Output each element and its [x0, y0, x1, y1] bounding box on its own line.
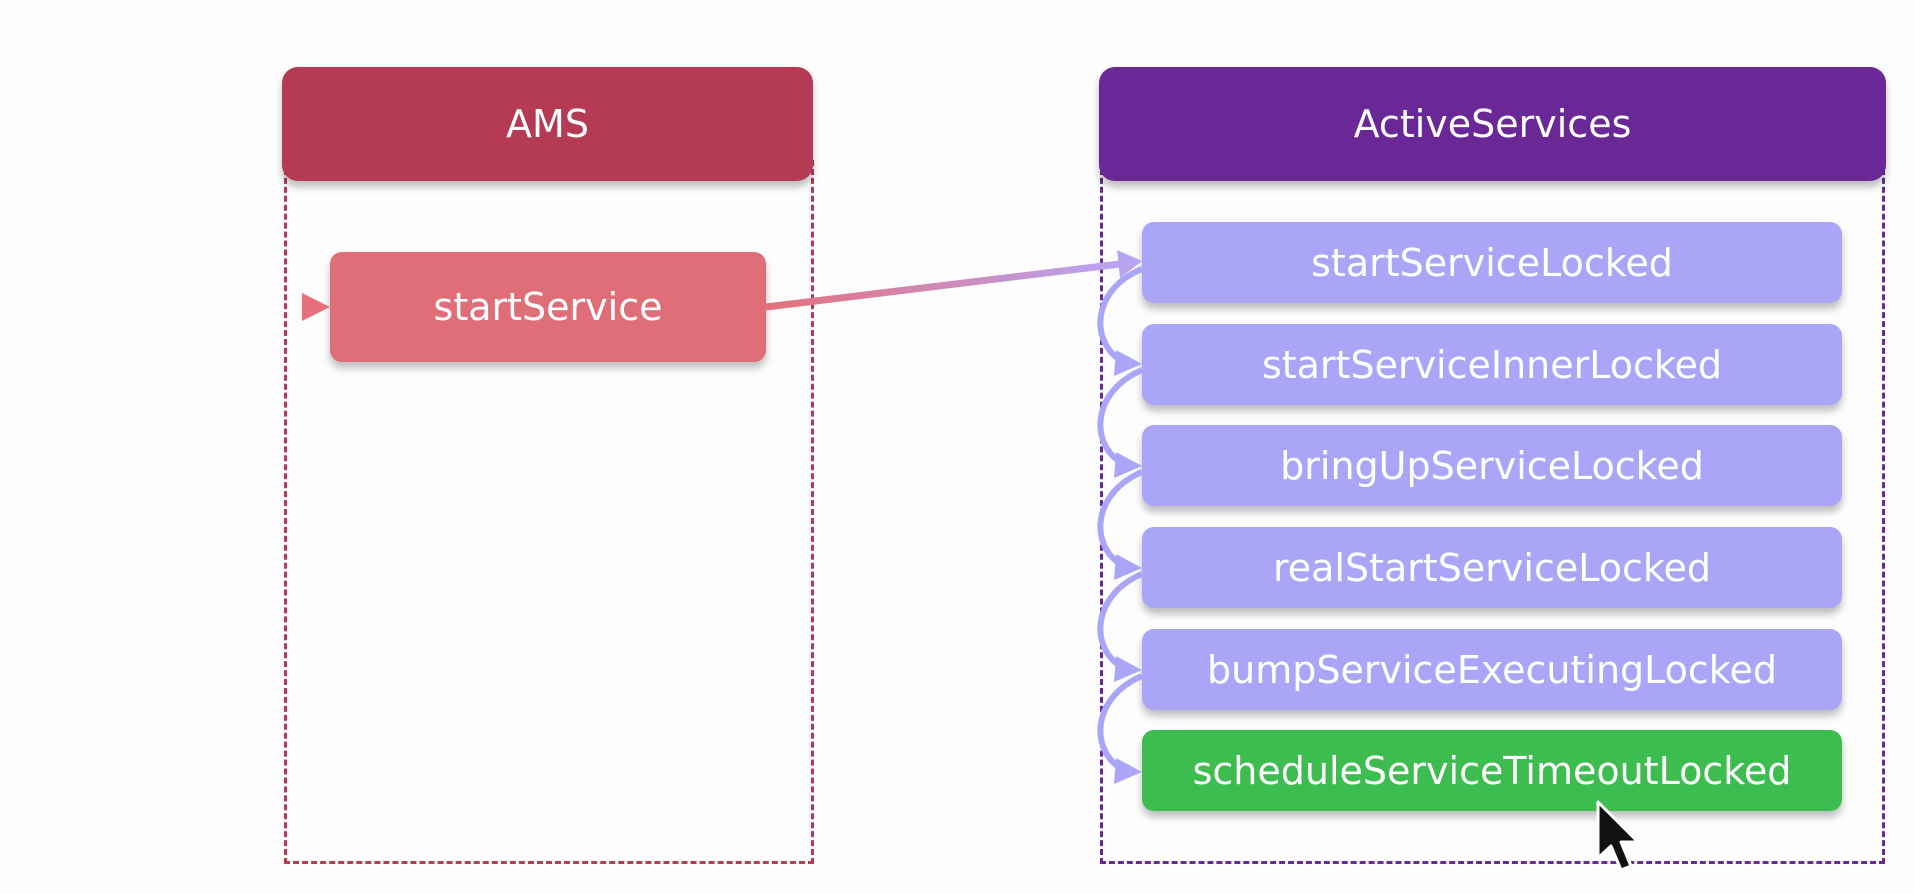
node-label: scheduleServiceTimeoutLocked: [1192, 748, 1792, 793]
mouse-cursor-icon: [1596, 800, 1640, 872]
start-service-locked-node: startServiceLocked: [1142, 222, 1842, 303]
node-label: bumpServiceExecutingLocked: [1207, 647, 1777, 692]
start-service-inner-locked-node: startServiceInnerLocked: [1142, 324, 1842, 405]
bring-up-service-locked-node: bringUpServiceLocked: [1142, 425, 1842, 506]
node-label: startServiceLocked: [1311, 240, 1673, 285]
incoming-arrow: [4, 293, 330, 321]
active-services-lane-title: ActiveServices: [1353, 102, 1632, 146]
start-service-node: startService: [330, 252, 766, 362]
node-label: bringUpServiceLocked: [1280, 443, 1704, 488]
bump-service-executing-locked-node: bumpServiceExecutingLocked: [1142, 629, 1842, 710]
real-start-service-locked-node: realStartServiceLocked: [1142, 527, 1842, 608]
node-label: realStartServiceLocked: [1272, 545, 1712, 590]
start-service-label: startService: [433, 285, 663, 329]
ams-lane-header: AMS: [282, 67, 813, 181]
node-label: startServiceInnerLocked: [1261, 342, 1723, 387]
active-services-lane-header: ActiveServices: [1099, 67, 1886, 181]
ams-to-active-services-arrow: [765, 250, 1142, 311]
ams-lane-title: AMS: [506, 102, 589, 146]
schedule-service-timeout-locked-node: scheduleServiceTimeoutLocked: [1142, 730, 1842, 811]
